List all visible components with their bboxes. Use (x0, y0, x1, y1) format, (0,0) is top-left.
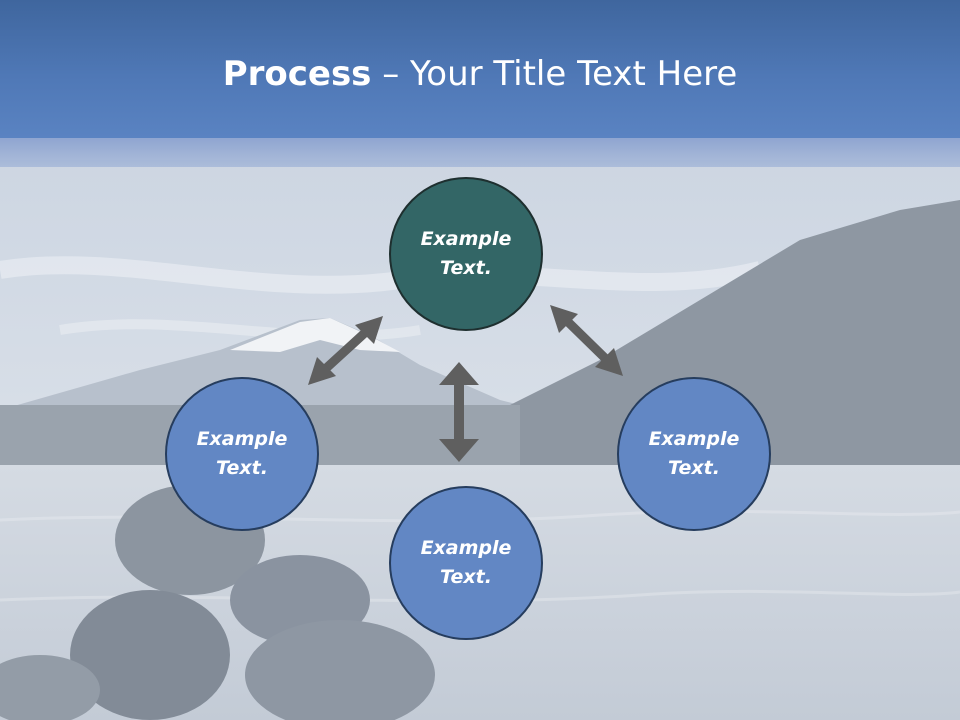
title-bar (0, 0, 960, 138)
arrow-top-right (550, 305, 623, 376)
circle-line-2: Text. (440, 566, 492, 588)
title-bold: Process (222, 54, 372, 94)
circle-line-2: Text. (668, 457, 720, 479)
title-text: – Your Title Text Here (371, 54, 738, 94)
slide-title: Process – Your Title Text Here (0, 52, 960, 96)
circle-line-1: Example (648, 428, 740, 450)
circle-line-1: Example (196, 428, 288, 450)
arrow-vertical (439, 362, 479, 462)
circle-line-2: Text. (440, 257, 492, 279)
circle-line-1: Example (420, 228, 512, 250)
title-bar-band (0, 138, 960, 167)
circle-line-1: Example (420, 537, 512, 559)
circle-line-2: Text. (216, 457, 268, 479)
arrow-top-left (308, 316, 383, 385)
